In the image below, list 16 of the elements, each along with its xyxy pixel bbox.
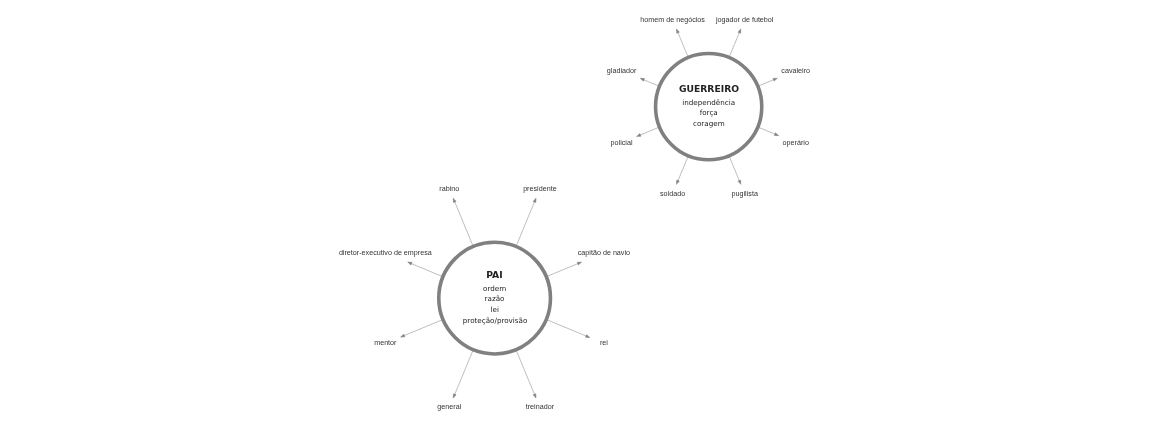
arrow <box>400 319 444 338</box>
arrow <box>676 155 689 185</box>
arrow <box>757 77 778 87</box>
arrow <box>639 78 660 87</box>
arrow <box>728 28 742 58</box>
arrow <box>407 261 444 277</box>
arrow <box>452 349 474 399</box>
arrow <box>546 261 582 277</box>
arrow <box>728 155 742 185</box>
arrow <box>546 319 591 338</box>
arrow <box>515 197 537 247</box>
arrow <box>636 126 660 137</box>
arrow <box>676 28 689 58</box>
arrow <box>515 349 537 399</box>
arrow <box>757 126 779 136</box>
arrow <box>452 197 474 247</box>
